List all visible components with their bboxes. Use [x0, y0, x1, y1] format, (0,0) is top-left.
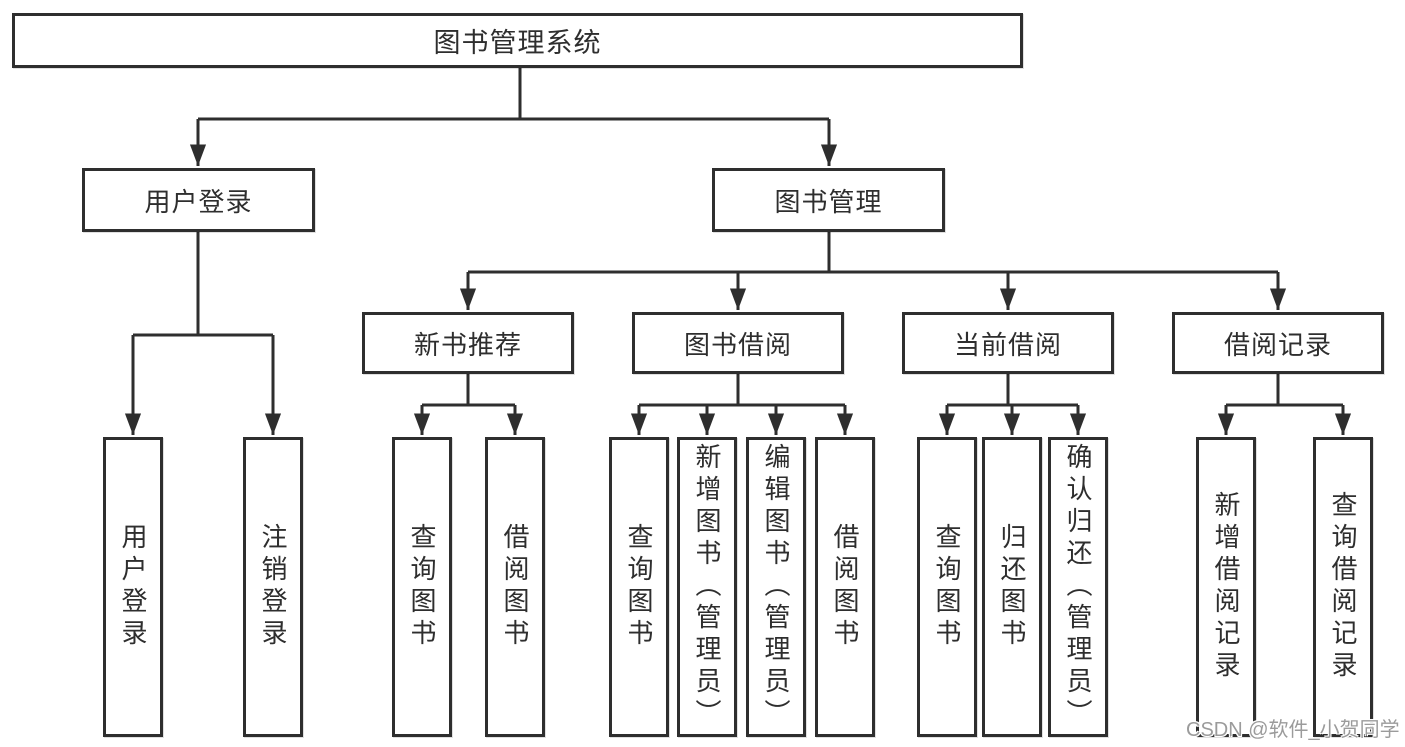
leaf-confirm-return-admin: 确认归还（管理员） [1048, 437, 1108, 737]
connector-newbook-to-leaves [422, 374, 515, 407]
leaf-query-books-borrow: 查询图书 [609, 437, 669, 737]
leaf-query-books-current: 查询图书 [917, 437, 977, 737]
leaf-add-book-admin-label: 新增图书（管理员） [692, 443, 722, 731]
node-current-borrow: 当前借阅 [902, 312, 1114, 374]
leaf-borrow-books-newbook-label: 借阅图书 [500, 523, 530, 651]
leaf-add-borrow-record-label: 新增借阅记录 [1211, 491, 1241, 683]
node-book-management: 图书管理 [712, 168, 945, 232]
leaf-borrow-books-borrow-label: 借阅图书 [830, 523, 860, 651]
leaf-query-borrow-record: 查询借阅记录 [1313, 437, 1373, 737]
leaf-query-books-current-label: 查询图书 [932, 523, 962, 651]
leaf-logout-login: 注销登录 [243, 437, 303, 737]
leaf-edit-book-admin-label: 编辑图书（管理员） [761, 443, 791, 731]
node-book-borrow: 图书借阅 [632, 312, 844, 374]
connector-borrow-to-leaves [639, 374, 845, 407]
connector-login-to-leaves [133, 232, 273, 337]
leaf-return-book-label: 归还图书 [997, 523, 1027, 651]
node-user-login: 用户登录 [82, 168, 315, 232]
csdn-watermark: CSDN @软件_小贺同学 [1186, 719, 1400, 741]
connector-records-to-leaves [1226, 374, 1343, 407]
leaf-add-borrow-record: 新增借阅记录 [1196, 437, 1256, 737]
arrow-drops [124, 119, 1352, 436]
leaf-query-books-newbook: 查询图书 [392, 437, 452, 737]
node-borrow-records: 借阅记录 [1172, 312, 1384, 374]
leaf-borrow-books-newbook: 借阅图书 [485, 437, 545, 737]
node-new-book-recommend: 新书推荐 [362, 312, 574, 374]
leaf-borrow-books-borrow: 借阅图书 [815, 437, 875, 737]
node-library-system: 图书管理系统 [12, 13, 1023, 68]
leaf-user-login: 用户登录 [103, 437, 163, 737]
leaf-query-books-borrow-label: 查询图书 [624, 523, 654, 651]
leaf-add-book-admin: 新增图书（管理员） [677, 437, 737, 737]
leaf-edit-book-admin: 编辑图书（管理员） [746, 437, 806, 737]
leaf-return-book: 归还图书 [982, 437, 1042, 737]
connector-root-to-level2 [198, 68, 829, 121]
leaf-confirm-return-admin-label: 确认归还（管理员） [1063, 443, 1093, 731]
leaf-query-borrow-record-label: 查询借阅记录 [1328, 491, 1358, 683]
connector-current-to-leaves [947, 374, 1078, 407]
leaf-user-login-label: 用户登录 [118, 523, 148, 651]
leaf-query-books-newbook-label: 查询图书 [407, 523, 437, 651]
connector-management-to-level3 [468, 232, 1278, 274]
leaf-logout-login-label: 注销登录 [258, 523, 288, 651]
